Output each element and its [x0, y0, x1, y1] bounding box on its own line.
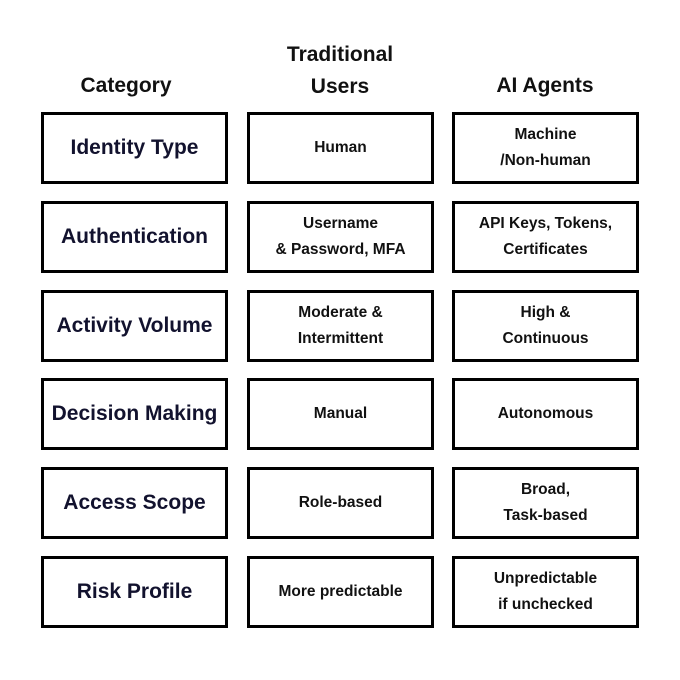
category-label: Decision Making: [51, 402, 218, 425]
traditional-value: More predictable: [278, 583, 403, 600]
traditional-cell-identity-type: Human: [247, 112, 434, 184]
ai-value: Machine /Non-human: [500, 126, 591, 169]
category-label: Authentication: [61, 225, 208, 248]
ai-agents-column-header: AI Agents: [496, 74, 594, 97]
ai-value: Unpredictable if unchecked: [493, 570, 598, 613]
ai-value: High & Continuous: [502, 304, 589, 347]
category-label: Activity Volume: [56, 314, 213, 337]
category-cell-access-scope: Access Scope: [41, 467, 228, 539]
traditional-value: Manual: [313, 405, 368, 422]
traditional-cell-access-scope: Role-based: [247, 467, 434, 539]
category-cell-decision-making: Decision Making: [41, 378, 228, 450]
ai-cell-activity-volume: High & Continuous: [452, 290, 639, 362]
traditional-cell-activity-volume: Moderate & Intermittent: [247, 290, 434, 362]
traditional-value: Role-based: [298, 494, 383, 511]
category-cell-activity-volume: Activity Volume: [41, 290, 228, 362]
category-cell-authentication: Authentication: [41, 201, 228, 273]
category-cell-identity-type: Identity Type: [41, 112, 228, 184]
traditional-cell-risk-profile: More predictable: [247, 556, 434, 628]
traditional-value: Human: [314, 139, 367, 156]
ai-value: Autonomous: [497, 405, 594, 422]
ai-cell-authentication: API Keys, Tokens, Certificates: [452, 201, 639, 273]
category-label: Identity Type: [70, 136, 199, 159]
ai-cell-identity-type: Machine /Non-human: [452, 112, 639, 184]
traditional-value: Username & Password, MFA: [275, 215, 406, 258]
traditional-value: Moderate & Intermittent: [297, 304, 384, 347]
traditional-cell-authentication: Username & Password, MFA: [247, 201, 434, 273]
ai-cell-decision-making: Autonomous: [452, 378, 639, 450]
ai-value: API Keys, Tokens, Certificates: [478, 215, 613, 258]
ai-cell-risk-profile: Unpredictable if unchecked: [452, 556, 639, 628]
category-label: Access Scope: [63, 491, 206, 514]
ai-value: Broad, Task-based: [503, 481, 588, 524]
category-label: Risk Profile: [76, 580, 193, 603]
ai-cell-access-scope: Broad, Task-based: [452, 467, 639, 539]
category-column-header: Category: [80, 74, 172, 97]
traditional-users-column-header: Traditional Users: [286, 43, 394, 98]
category-cell-risk-profile: Risk Profile: [41, 556, 228, 628]
traditional-cell-decision-making: Manual: [247, 378, 434, 450]
